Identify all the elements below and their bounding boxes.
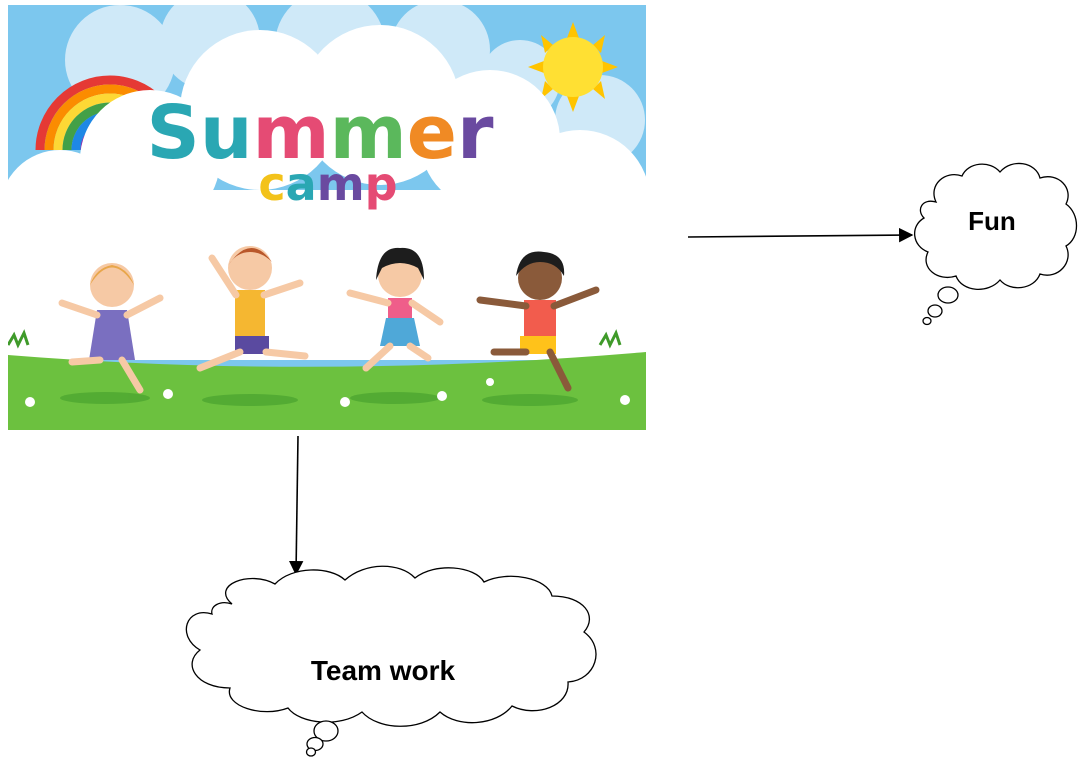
flowers — [25, 378, 630, 407]
thought-bubble-fun: Fun — [914, 162, 1078, 326]
kid-girl-blue-dress — [346, 247, 444, 372]
summer-camp-poster: Summer camp — [8, 5, 646, 430]
poster-title-letter: m — [330, 90, 407, 176]
poster-subtitle-letter: p — [365, 157, 398, 211]
poster-title-letter: u — [200, 90, 253, 176]
arrow-to-fun — [687, 227, 914, 243]
grass — [8, 352, 646, 430]
kid-boy-hawaiian-shirt — [196, 246, 309, 372]
arrow-to-teamwork — [288, 435, 304, 576]
kid-boy-red-shirt — [476, 251, 600, 392]
kid-girl-purple-dress — [58, 263, 164, 394]
poster-title-letter: e — [407, 90, 457, 176]
poster-title-letter: r — [457, 90, 494, 176]
poster-subtitle-letter: a — [286, 157, 317, 211]
teamwork-label: Team work — [311, 655, 456, 686]
poster-title-letter: m — [253, 90, 330, 176]
poster-subtitle: camp — [258, 157, 397, 211]
sun-icon — [528, 22, 618, 112]
poster-subtitle-letter: c — [258, 157, 285, 211]
poster-title-letter: S — [147, 90, 200, 176]
thought-bubble-teamwork: Team work — [185, 565, 597, 757]
poster-subtitle-letter: m — [317, 157, 365, 211]
poster-title: Summer — [147, 90, 494, 176]
fun-label: Fun — [968, 206, 1016, 236]
